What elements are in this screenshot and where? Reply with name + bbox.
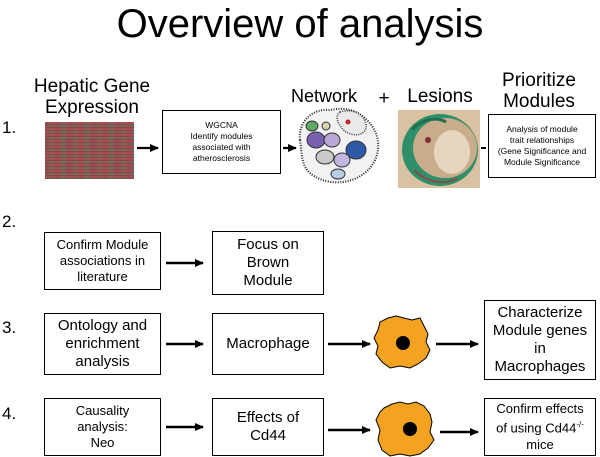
macrophage-box: Macrophage	[212, 313, 324, 375]
characterize-genes-box: Characterize Module genes in Macrophages	[484, 300, 596, 380]
step-number-1: 1.	[2, 118, 17, 137]
step-number-4: 4.	[2, 404, 17, 423]
label-lesions: Lesions	[407, 86, 473, 107]
brown-module-box: Focus on Brown Module	[212, 231, 324, 295]
cd44-effects-box: Effects of Cd44	[212, 398, 324, 456]
confirm-cd44-box: Confirm effects of using Cd44-/- mice	[484, 398, 596, 456]
network-graph-image	[298, 107, 380, 184]
label-hepatic-gene-expression: Hepatic Gene Expression	[33, 76, 151, 118]
page-title: Overview of analysis	[116, 2, 484, 46]
confirm-cd44-superscript: -/-	[576, 420, 584, 430]
confirm-cd44-text: Confirm effects of using Cd44	[496, 401, 584, 436]
label-prioritize-modules: Prioritize Modules	[502, 70, 576, 112]
confirm-literature-box: Confirm Module associations in literatur…	[44, 232, 161, 290]
lesion-histology-image	[398, 110, 480, 188]
plus-sign: +	[378, 88, 390, 109]
step-number-2: 2.	[2, 212, 17, 231]
expression-heatmap-image	[45, 122, 134, 179]
causality-box: Causality analysis: Neo	[44, 398, 161, 456]
label-network: Network	[290, 86, 357, 106]
ontology-box: Ontology and enrichment analysis	[44, 313, 161, 375]
prioritize-box: Analysis of module trait relationships (…	[488, 114, 596, 178]
wgcna-box: WGCNA Identify modules associated with a…	[162, 110, 281, 174]
confirm-cd44-text-mice: mice	[526, 436, 554, 452]
macrophage-cell-icon-row3	[373, 315, 431, 369]
step-number-3: 3.	[2, 318, 17, 337]
macrophage-cell-icon-row4	[375, 401, 435, 457]
